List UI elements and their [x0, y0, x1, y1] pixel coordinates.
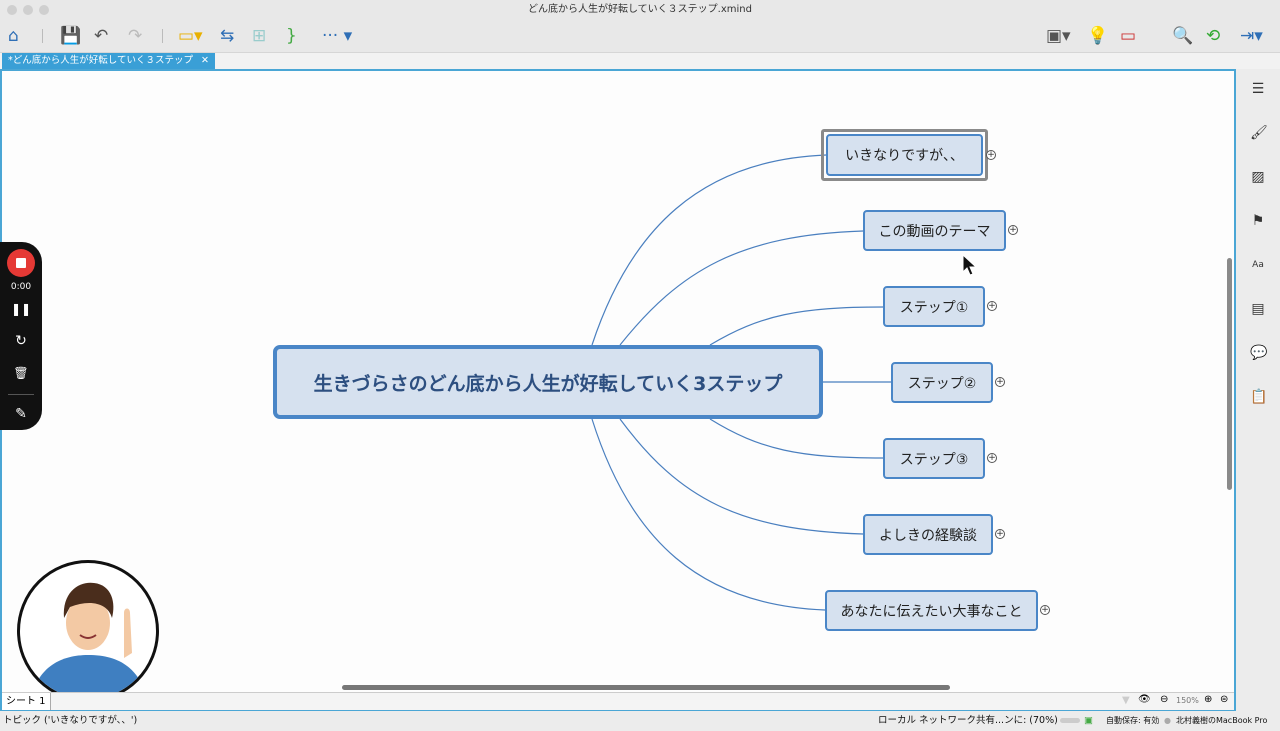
expand-icon[interactable]: + [1008, 225, 1018, 235]
expand-icon[interactable]: + [1040, 605, 1050, 615]
topic-node[interactable]: ステップ② [891, 362, 993, 403]
horizontal-scrollbar[interactable] [342, 685, 950, 690]
window-controls[interactable] [7, 5, 49, 15]
tab-bar: *どん底から人生が好転していく３ステップ ✕ [0, 53, 1280, 69]
presentation-icon[interactable]: ▣▾ [1046, 26, 1071, 46]
topic-node[interactable]: ステップ③ [883, 438, 985, 479]
pause-icon[interactable]: ❚❚ [10, 302, 32, 316]
connector [619, 230, 864, 346]
task-icon[interactable]: 📋 [1250, 389, 1268, 405]
mouse-cursor-icon [962, 254, 978, 276]
record-time: 0:00 [10, 282, 32, 292]
connector [591, 418, 826, 611]
zoom-out-icon[interactable]: ⊖ [1160, 694, 1169, 705]
pen-icon[interactable]: ✎ [15, 406, 27, 422]
topic-node[interactable]: ステップ① [883, 286, 985, 327]
tab-label: *どん底から人生が好転していく３ステップ [8, 55, 193, 66]
relationship-icon[interactable]: ⇆ [220, 26, 235, 46]
status-selection: トピック ('いきなりですが、、') [3, 715, 138, 726]
progress-bar [1060, 718, 1080, 723]
share-icon[interactable]: ⟲ [1206, 26, 1221, 46]
fit-icon[interactable]: ⊜ [1220, 694, 1229, 705]
sheet-bar: シート 1 ▼ 👁 ⊖ 150% ⊕ ⊜ [2, 692, 1234, 710]
boundary-icon[interactable]: } [286, 26, 297, 46]
sheet-tab[interactable]: シート 1 [2, 693, 51, 710]
window-title: どん底から人生が好転していく３ステップ.xmind [527, 4, 752, 15]
export-icon[interactable]: ⇥▾ [1240, 26, 1263, 46]
format-brush-icon[interactable]: 🖌 [1250, 125, 1268, 141]
zoom-in-icon[interactable]: ⊕ [1204, 694, 1213, 705]
image-icon[interactable]: ▨ [1251, 169, 1265, 185]
comment-icon[interactable]: 💬 [1250, 345, 1268, 361]
status-network: ローカル ネットワーク共有...ンに: (70%) [878, 715, 1058, 726]
delete-icon[interactable]: 🗑 [13, 366, 29, 380]
topic-node[interactable]: この動画のテーマ [863, 210, 1006, 251]
expand-icon[interactable]: + [995, 377, 1005, 387]
save-icon[interactable]: 💾 [60, 26, 82, 46]
notes-icon[interactable]: ▤ [1251, 301, 1265, 317]
topic-node[interactable]: あなたに伝えたい大事なこと [825, 590, 1038, 631]
tab-close-icon[interactable]: ✕ [200, 55, 209, 66]
status-autosave: 自動保存: 有効 [1106, 716, 1160, 725]
recorder-widget: 0:00 ❚❚ ↻ 🗑 ✎ [0, 242, 42, 430]
connector-lines [591, 154, 891, 611]
topic-node[interactable]: よしきの経験談 [863, 514, 993, 555]
right-sidebar: ☰ 🖌 ▨ ⚑ Aa ▤ 💬 📋 [1236, 69, 1280, 711]
vertical-scrollbar[interactable] [1227, 258, 1232, 490]
redo-icon[interactable]: ↷ [128, 26, 143, 46]
zoom-level: 150% [1176, 696, 1199, 705]
outline-panel-icon[interactable]: ☰ [1251, 81, 1265, 97]
summary-icon[interactable]: ⊞ [252, 26, 267, 46]
undo-icon[interactable]: ↶ [94, 26, 109, 46]
title-bar: どん底から人生が好転していく３ステップ.xmind [0, 0, 1280, 19]
topic-node[interactable]: いきなりですが、、 [826, 134, 983, 176]
expand-icon[interactable]: + [987, 301, 997, 311]
restart-icon[interactable]: ↻ [15, 333, 27, 349]
outline-icon[interactable]: ▭ [1120, 26, 1137, 46]
connector [709, 418, 884, 459]
topic-style-icon[interactable]: ▭▾ [178, 26, 203, 46]
status-device: 北村義樹のMacBook Pro [1176, 716, 1268, 725]
central-topic[interactable]: 生きづらさのどん底から人生が好転していく3ステップ [273, 345, 823, 419]
connector [619, 418, 864, 535]
status-bar: トピック ('いきなりですが、、') ローカル ネットワーク共有...ンに: (… [0, 711, 1280, 731]
idea-bulb-icon[interactable]: 💡 [1087, 26, 1109, 46]
text-style-icon[interactable]: Aa [1252, 260, 1264, 270]
expand-icon[interactable]: + [986, 150, 996, 160]
device-dot-icon: ● [1164, 716, 1171, 725]
flag-icon[interactable]: ⚑ [1251, 213, 1265, 229]
tab-document[interactable]: *どん底から人生が好転していく３ステップ ✕ [2, 53, 215, 69]
home-icon[interactable]: ⌂ [8, 26, 19, 46]
expand-icon[interactable]: + [995, 529, 1005, 539]
search-icon[interactable]: 🔍 [1172, 26, 1194, 46]
sync-icon: ▣ [1084, 715, 1093, 726]
more-icon[interactable]: ··· ▾ [322, 26, 353, 46]
connector [709, 306, 884, 346]
expand-icon[interactable]: + [987, 453, 997, 463]
eye-icon[interactable]: 👁 [1138, 694, 1151, 705]
presenter-avatar [17, 560, 159, 702]
filter-icon[interactable]: ▼ [1122, 695, 1130, 706]
toolbar: ⌂ 💾 ↶ ↷ ▭▾ ⇆ ⊞ } ··· ▾ ▣▾ 💡 ▭ 🔍 ⟲ ⇥▾ [0, 19, 1280, 53]
stop-record-button[interactable] [7, 249, 35, 277]
connector [591, 154, 827, 346]
